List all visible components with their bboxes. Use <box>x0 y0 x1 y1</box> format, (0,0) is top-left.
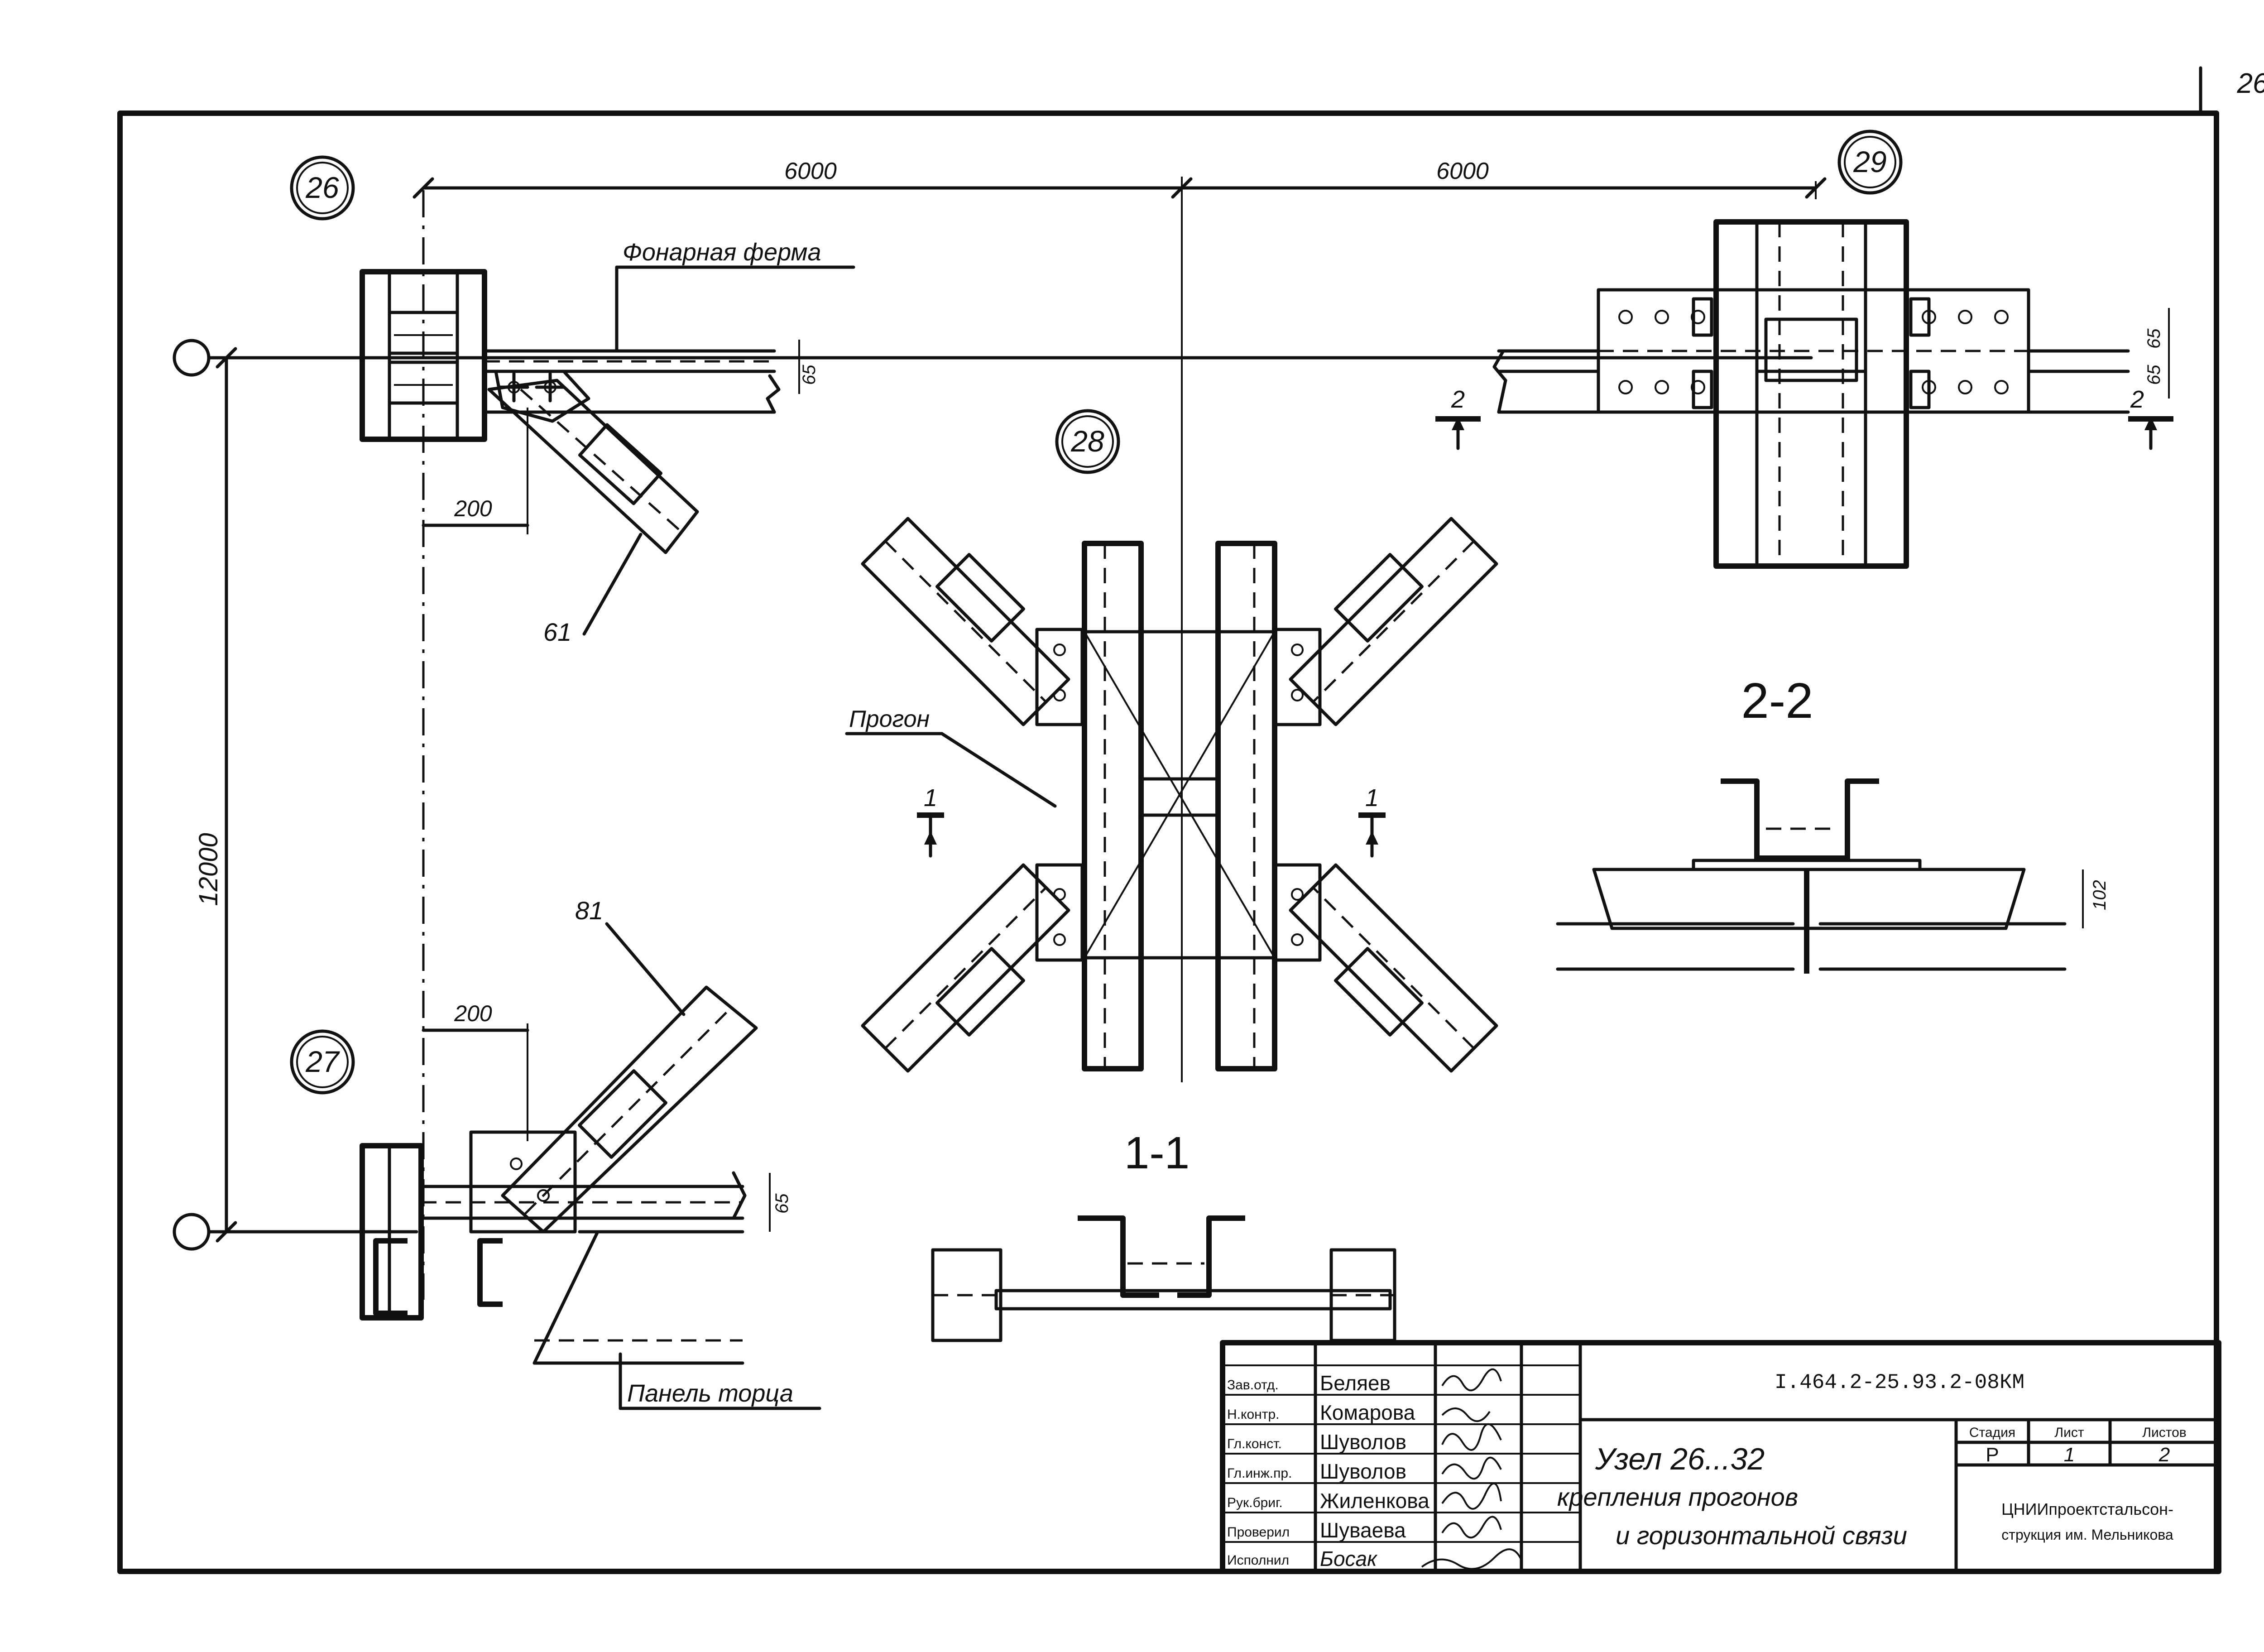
sheet-number: 26 <box>2237 68 2264 99</box>
dimension-102: 102 <box>2090 880 2110 910</box>
section-1-1-title: 1-1 <box>1124 1128 1190 1178</box>
mark-81: 81 <box>575 896 603 925</box>
role-4: Рук.бриг. <box>1227 1495 1283 1510</box>
dimension-65-a: 65 <box>799 365 819 385</box>
role-1: Н.контр. <box>1227 1407 1279 1422</box>
cut-1-left: 1 <box>924 784 937 812</box>
section-2-2: 2-2 102 <box>1556 673 2110 974</box>
axes: 12000 6000 6000 <box>173 158 1827 1300</box>
node-29: 29 65 65 2 <box>1435 130 2173 569</box>
role-0: Зав.отд. <box>1227 1378 1279 1393</box>
title-block: Зав.отд. Н.контр. Гл.конст. Гл.инж.пр. Р… <box>1220 1340 2221 1574</box>
dimension-6000-left: 6000 <box>784 158 837 184</box>
node-27: 27 81 200 65 Панель торца <box>290 896 821 1410</box>
name-3: Шуволов <box>1320 1460 1406 1483</box>
cut-2-right: 2 <box>2130 386 2144 413</box>
dimension-65-d: 65 <box>772 1193 792 1214</box>
label-end-panel: Панель торца <box>627 1380 793 1407</box>
dimension-200-bottom: 200 <box>454 1001 492 1026</box>
node-27-label: 27 <box>305 1045 340 1078</box>
stage-header: Стадия <box>1969 1425 2015 1440</box>
node-26: 26 Фонарная ферма 61 200 <box>290 155 855 646</box>
stage-value: Р <box>1986 1444 1999 1466</box>
role-3: Гл.инж.пр. <box>1227 1466 1292 1481</box>
name-4: Жиленкова <box>1320 1489 1429 1513</box>
role-2: Гл.конст. <box>1227 1436 1282 1451</box>
org-line-2: струкция им. Мельникова <box>2001 1527 2173 1543</box>
label-lantern-truss: Фонарная ферма <box>623 239 821 266</box>
sheet-value: 1 <box>2064 1444 2075 1466</box>
axis-marker-bottom <box>173 1213 211 1251</box>
name-1: Комарова <box>1320 1401 1415 1424</box>
name-5: Шуваева <box>1320 1518 1406 1542</box>
cut-2-left: 2 <box>1451 386 1465 413</box>
role-5: Проверил <box>1227 1525 1290 1540</box>
title-line-1: Узел 26...32 <box>1595 1442 1765 1476</box>
signatures <box>1421 1368 1522 1570</box>
name-2: Шуволов <box>1320 1430 1406 1454</box>
role-6: Исполнил <box>1227 1553 1289 1568</box>
name-0: Беляев <box>1320 1371 1391 1395</box>
mark-61: 61 <box>543 618 571 646</box>
dimension-65-b: 65 <box>2144 328 2164 349</box>
node-26-label: 26 <box>305 171 339 204</box>
name-6: Босак <box>1320 1547 1378 1570</box>
dimension-200-top: 200 <box>454 496 492 521</box>
node-29-label: 29 <box>1853 145 1886 178</box>
title-line-2: крепления прогонов <box>1557 1483 1798 1511</box>
cut-1-right: 1 <box>1365 784 1379 812</box>
org-line-1: ЦНИИпроектстальcон- <box>2001 1500 2173 1518</box>
section-2-2-title: 2-2 <box>1741 673 1813 729</box>
dimension-12000: 12000 <box>194 833 223 906</box>
label-purlin: Прогон <box>849 706 930 732</box>
drawing-frame <box>117 110 2219 1574</box>
doc-code: I.464.2-25.93.2-08КМ <box>1775 1371 2024 1394</box>
sheets-header: Листов <box>2142 1425 2186 1440</box>
section-1-1: 1-1 <box>931 1128 1396 1342</box>
dimension-65-c: 65 <box>2144 365 2164 385</box>
axis-marker-top <box>173 339 211 377</box>
node-28: 28 Прогон <box>845 409 1498 1073</box>
dimension-6000-right: 6000 <box>1436 158 1489 184</box>
title-line-3: и горизонтальной связи <box>1616 1521 1907 1550</box>
sheet-header: Лист <box>2054 1425 2084 1440</box>
node-28-label: 28 <box>1070 424 1104 458</box>
sheets-value: 2 <box>2158 1444 2170 1466</box>
